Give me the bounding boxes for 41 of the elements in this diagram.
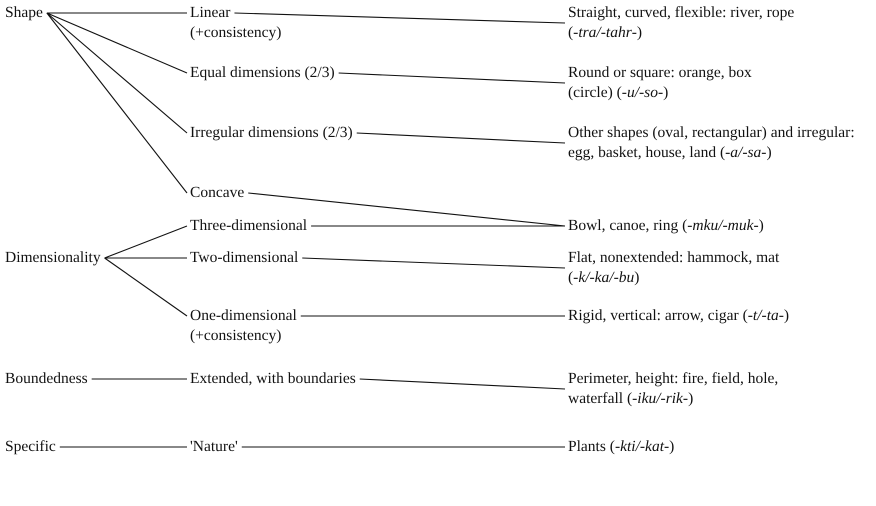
connector-line xyxy=(248,192,566,227)
example-text: Round or square: orange, box (circle) (-u/-so-) xyxy=(568,63,753,103)
example-text: Other shapes (oval, rectangular) and irregular: egg, basket, house, land (-a/-sa-) xyxy=(568,123,856,163)
category-label: Shape xyxy=(5,3,43,23)
subcategory-label: Concave xyxy=(190,183,244,203)
subcategory-label: (+consistency) xyxy=(190,326,282,346)
category-label: Specific xyxy=(5,437,56,457)
connector-line xyxy=(234,12,566,24)
example-text: Rigid, vertical: arrow, cigar (-t/-ta-) xyxy=(568,306,790,326)
subcategory-label: Two-dimensional xyxy=(190,248,298,268)
connector-line xyxy=(242,446,565,448)
connector-line xyxy=(46,12,188,134)
example-text: Perimeter, height: fire, field, hole, waterfall (-iku/-rik-) xyxy=(568,369,780,409)
connector-line xyxy=(338,72,566,84)
subcategory-label: Equal dimensions (2/3) xyxy=(190,63,335,83)
connector-line xyxy=(360,378,566,390)
connector-line xyxy=(46,12,188,194)
category-label: Dimensionality xyxy=(5,248,101,268)
subcategory-label: Extended, with boundaries xyxy=(190,369,356,389)
example-text: Plants (-kti/-kat-) xyxy=(568,437,674,457)
connector-line xyxy=(300,315,565,317)
subcategory-label: 'Nature' xyxy=(190,437,238,457)
subcategory-label: Linear xyxy=(190,3,230,23)
connector-line xyxy=(92,378,187,380)
connector-line xyxy=(311,225,565,227)
subcategory-label: One-dimensional xyxy=(190,306,297,326)
example-text: Straight, curved, flexible: river, rope (-tra/-tahr-) xyxy=(568,3,796,43)
subcategory-label: Three-dimensional xyxy=(190,216,308,236)
connector-line xyxy=(104,257,187,259)
connector-line xyxy=(104,225,188,259)
connector-line xyxy=(302,257,566,269)
connector-line xyxy=(46,12,187,14)
connector-line xyxy=(356,132,566,144)
connector-line xyxy=(46,12,188,74)
example-text: Flat, nonextended: hammock, mat (-k/-ka/-bu) xyxy=(568,248,780,288)
category-label: Boundedness xyxy=(5,369,88,389)
connector-line xyxy=(60,446,187,448)
connector-line xyxy=(104,258,188,316)
subcategory-label: Irregular dimensions (2/3) xyxy=(190,123,353,143)
example-text: Bowl, canoe, ring (-mku/-muk-) xyxy=(568,216,764,236)
subcategory-label: (+consistency) xyxy=(190,23,282,43)
